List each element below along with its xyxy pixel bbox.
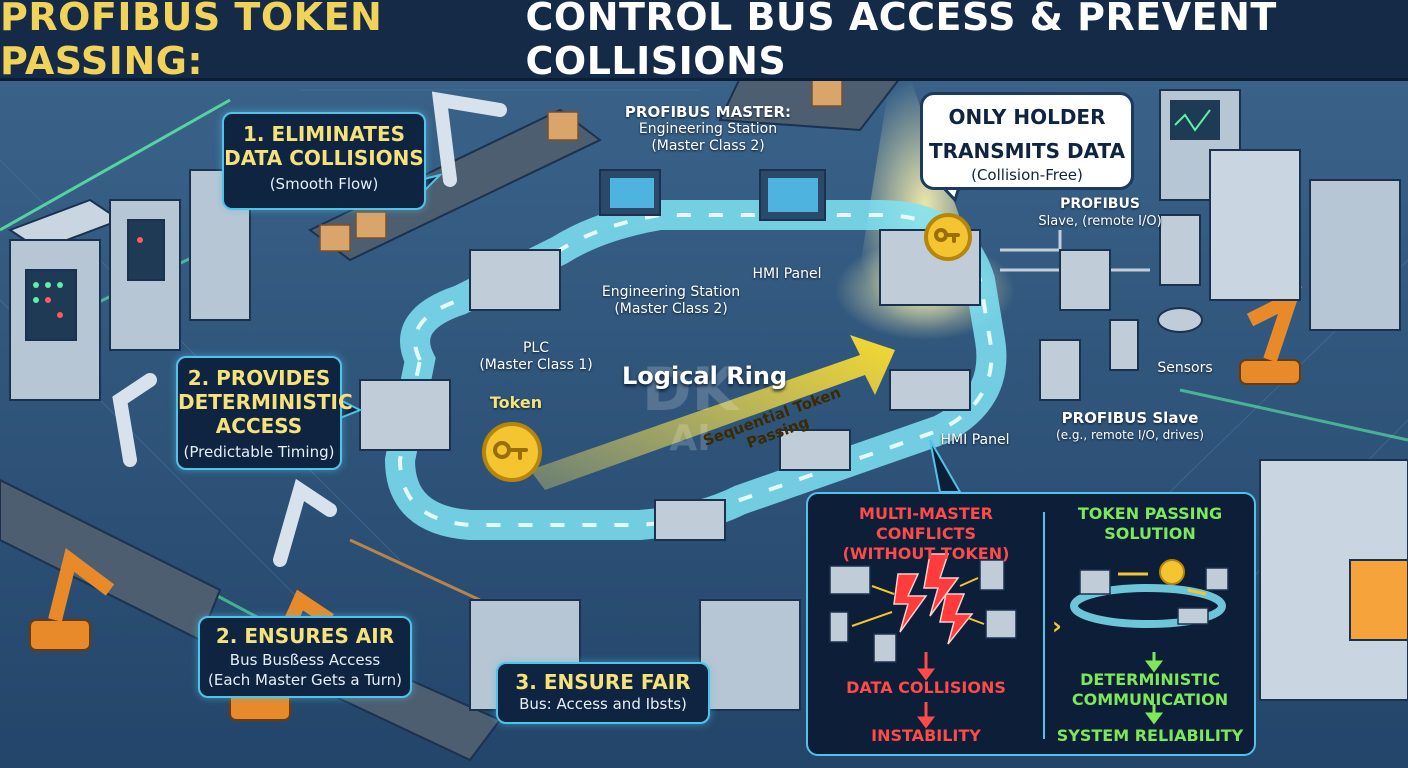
step-line: COMMUNICATION [1071, 690, 1229, 709]
speech-line: TRANSMITS DATA [928, 139, 1126, 163]
callout-heading: DETERMINISTIC [178, 390, 353, 414]
label-token: Token [489, 393, 543, 412]
label-line: Engineering Station [601, 284, 741, 300]
callout-heading: 3. ENSURE FAIR [515, 670, 691, 694]
callout-heading: 2. PROVIDES [187, 366, 331, 390]
callout-heading: DATA COLLISIONS [224, 146, 424, 170]
label-line: PROFIBUS [1060, 196, 1140, 212]
label-engineering-station: Engineering Station (Master Class 2) [596, 284, 746, 318]
label-sensors: Sensors [1157, 360, 1213, 376]
step-data-collisions: DATA COLLISIONS [846, 678, 1006, 697]
label-slave-bottom: PROFIBUS Slave (e.g., remote I/O, drives… [1040, 410, 1220, 444]
svg-text:AI: AI [669, 418, 710, 459]
callout-ensure-fair: 3. ENSURE FAIR Bus: Access and Ibsts) [496, 662, 710, 724]
conflicts-title-line: MULTI-MASTER CONFLICTS [859, 504, 993, 543]
svg-text:DK: DK [642, 355, 741, 425]
callout-heading: 2. ENSURES AIR [215, 624, 395, 648]
title-bar: PROFIBUS TOKEN PASSING: CONTROL BUS ACCE… [0, 0, 1408, 83]
step-line: DETERMINISTIC [1080, 670, 1220, 689]
label-master: PROFIBUS MASTER: Engineering Station (Ma… [620, 104, 796, 155]
comparison-panel: › [806, 492, 1256, 756]
label-line: (Master Class 1) [479, 357, 593, 373]
solution-title-line: SOLUTION [1104, 524, 1196, 543]
label-logical-ring: Logical Ring [622, 362, 788, 390]
conflicts-title-line: (WITHOUT TOKEN) [842, 544, 1010, 563]
callout-eliminates-collisions: 1. ELIMINATES DATA COLLISIONS (Smooth Fl… [222, 112, 426, 210]
label-hmi-panel-top: HMI Panel [752, 266, 822, 282]
callout-heading: 1. ELIMINATES [242, 122, 406, 146]
label-master-sub: (Master Class 2) [651, 138, 765, 154]
title-highlight: PROFIBUS TOKEN PASSING: [0, 0, 383, 83]
callout-ensures-air: 2. ENSURES AIR Bus Busßess Access (Each … [198, 616, 412, 698]
callout-subtext: (Predictable Timing) [183, 443, 335, 461]
label-line: (e.g., remote I/O, drives) [1056, 428, 1204, 442]
comparison-graphics: › [829, 512, 1229, 739]
label-hmi-panel-bottom: HMI Panel [940, 432, 1010, 448]
speech-only-holder: ONLY HOLDER TRANSMITS DATA (Collision-Fr… [920, 92, 1134, 190]
label-line: PROFIBUS Slave [1061, 409, 1199, 427]
solution-title-line: TOKEN PASSING [1077, 504, 1223, 523]
step-deterministic-communication: DETERMINISTIC COMMUNICATION [1052, 670, 1248, 710]
label-master-title: PROFIBUS MASTER: [624, 103, 792, 121]
solution-title: TOKEN PASSING SOLUTION [1052, 504, 1248, 544]
callout-heading: ACCESS [215, 414, 303, 438]
speech-subtext: (Collision-Free) [971, 166, 1083, 184]
callout-deterministic-access: 2. PROVIDES DETERMINISTIC ACCESS (Predic… [176, 356, 353, 470]
callout-subtext: (Each Master Gets a Turn) [208, 671, 402, 689]
callout-subtext: (Smooth Flow) [269, 175, 379, 193]
step-instability: INSTABILITY [871, 726, 981, 745]
label-plc: PLC (Master Class 1) [476, 340, 596, 374]
title-main: CONTROL BUS ACCESS & PREVENT COLLISIONS [525, 0, 1277, 83]
svg-text:›: › [1052, 612, 1062, 640]
label-line: (Master Class 2) [614, 301, 728, 317]
step-system-reliability: SYSTEM RELIABILITY [1056, 726, 1244, 745]
label-line: PLC [522, 340, 550, 356]
label-slave-top: PROFIBUS Slave, (remote I/O) [1030, 196, 1170, 230]
label-master-sub: Engineering Station [638, 121, 778, 137]
callout-subtext: Bus Busßess Access [229, 651, 381, 669]
speech-line: ONLY HOLDER [948, 105, 1106, 129]
callout-subtext: Bus: Access and Ibsts) [519, 695, 687, 713]
conflicts-title: MULTI-MASTER CONFLICTS (WITHOUT TOKEN) [814, 504, 1038, 564]
label-line: Slave, (remote I/O) [1038, 214, 1162, 229]
